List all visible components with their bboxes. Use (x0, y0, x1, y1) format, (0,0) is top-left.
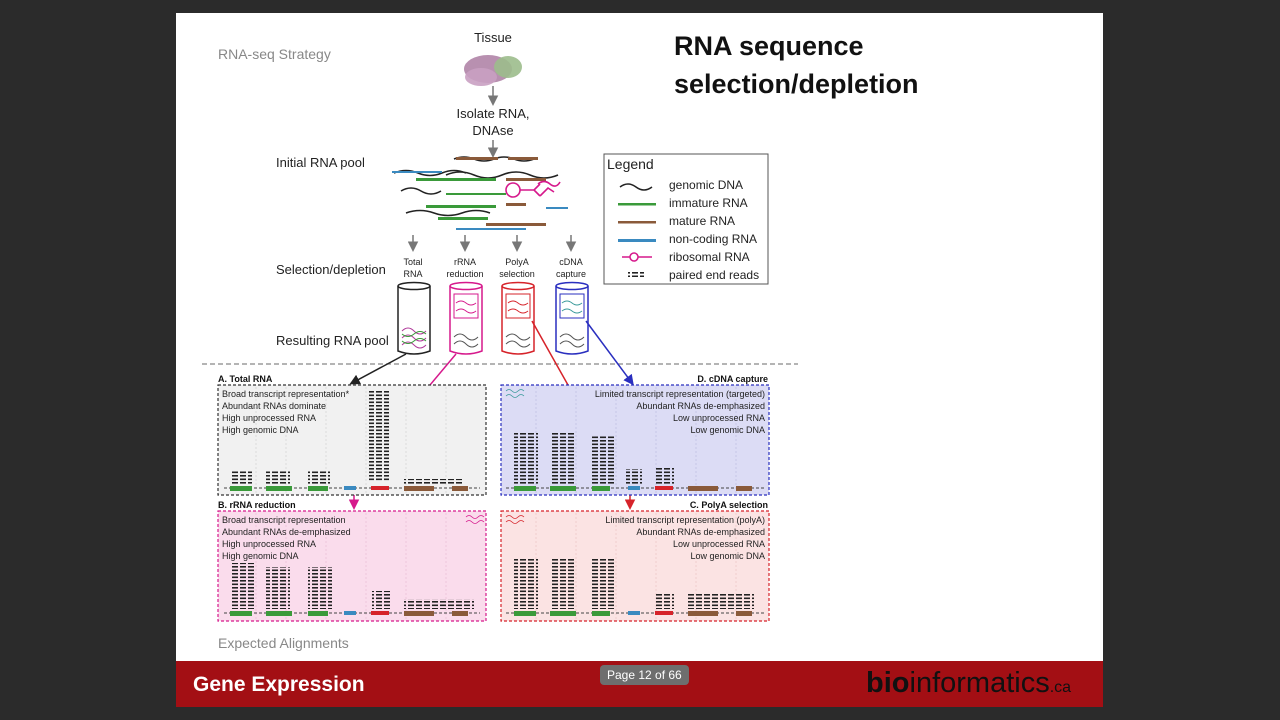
slide-title: RNA sequence selection/depletion (674, 27, 919, 103)
bioinformatics-logo: bioinformatics.ca (866, 667, 1072, 699)
rna-seq-figure: RNA-seq Strategy Initial RNA pool Select… (202, 30, 798, 651)
panel-b-title: B. rRNA reduction (218, 500, 296, 510)
legend-item-immature-rna: immature RNA (669, 196, 748, 210)
method-total-line1: Total (403, 257, 422, 267)
page-indicator: Page 12 of 66 (600, 665, 689, 685)
method-total-line2: RNA (403, 269, 422, 279)
panel-c-line4: Low genomic DNA (690, 551, 765, 561)
panel-c-line3: Low unprocessed RNA (673, 539, 765, 549)
panel-a (217, 384, 487, 496)
method-rrna-line1: rRNA (454, 257, 476, 267)
initial-rna-pool (392, 156, 568, 230)
arrow-to-panel-b (429, 353, 457, 386)
panel-d-line1: Limited transcript representation (targe… (595, 389, 765, 399)
panel-a-line1: Broad transcript representation* (222, 389, 350, 399)
panel-b (217, 510, 487, 622)
panel-d (500, 384, 770, 496)
legend-item-genomic-dna: genomic DNA (669, 178, 743, 192)
method-polya-line1: PolyA (505, 257, 529, 267)
initial-pool-label: Initial RNA pool (276, 155, 365, 170)
arrow-to-panel-a (349, 353, 407, 385)
legend-item-mature-rna: mature RNA (669, 214, 735, 228)
isolate-line2: DNAse (472, 123, 513, 138)
panel-c-line1: Limited transcript representation (polyA… (605, 515, 765, 525)
footer-title: Gene Expression (193, 673, 365, 696)
method-cdna-line2: capture (556, 269, 586, 279)
slide-title-line1: RNA sequence (674, 31, 864, 61)
tube-cdna (555, 281, 589, 355)
panel-c-line2: Abundant RNAs de-emphasized (636, 527, 765, 537)
arrow-to-panel-d (585, 320, 634, 386)
panel-b-line2: Abundant RNAs de-emphasized (222, 527, 351, 537)
panel-d-line4: Low genomic DNA (690, 425, 765, 435)
expected-alignments-label: Expected Alignments (218, 635, 349, 651)
panel-d-title: D. cDNA capture (697, 374, 768, 384)
panel-a-line2: Abundant RNAs dominate (222, 401, 326, 411)
panel-d-line3: Low unprocessed RNA (673, 413, 765, 423)
panel-a-title: A. Total RNA (218, 374, 273, 384)
arrow-to-panel-c (531, 320, 569, 386)
legend: Legend genomic DNA immature RNA mature R… (603, 153, 769, 285)
legend-item-non-coding-rna: non-coding RNA (669, 232, 757, 246)
legend-title: Legend (607, 156, 654, 172)
panel-d-line2: Abundant RNAs de-emphasized (636, 401, 765, 411)
resulting-pool-label: Resulting RNA pool (276, 333, 389, 348)
method-rrna-line2: reduction (446, 269, 483, 279)
strategy-label: RNA-seq Strategy (218, 46, 331, 62)
panel-b-line1: Broad transcript representation (222, 515, 346, 525)
panel-b-line4: High genomic DNA (222, 551, 299, 561)
selection-depletion-label: Selection/depletion (276, 262, 386, 277)
panel-c (500, 510, 770, 622)
tube-rrna (449, 281, 483, 355)
isolate-line1: Isolate RNA, (457, 106, 530, 121)
legend-item-ribosomal-rna: ribosomal RNA (669, 250, 750, 264)
tissue-label: Tissue (474, 30, 512, 45)
panel-a-line3: High unprocessed RNA (222, 413, 316, 423)
method-arrows (407, 235, 577, 252)
panel-a-line4: High genomic DNA (222, 425, 299, 435)
method-polya-line2: selection (499, 269, 535, 279)
slide: RNA sequence selection/depletion RNA-seq… (176, 13, 1103, 707)
tube-total (397, 281, 431, 355)
panel-b-line3: High unprocessed RNA (222, 539, 316, 549)
method-cdna-line1: cDNA (559, 257, 583, 267)
panel-c-title: C. PolyA selection (690, 500, 768, 510)
tissue-blob (464, 55, 522, 86)
legend-item-paired-end-reads: paired end reads (669, 268, 759, 282)
slide-title-line2: selection/depletion (674, 69, 919, 99)
tube-polya (501, 281, 535, 355)
